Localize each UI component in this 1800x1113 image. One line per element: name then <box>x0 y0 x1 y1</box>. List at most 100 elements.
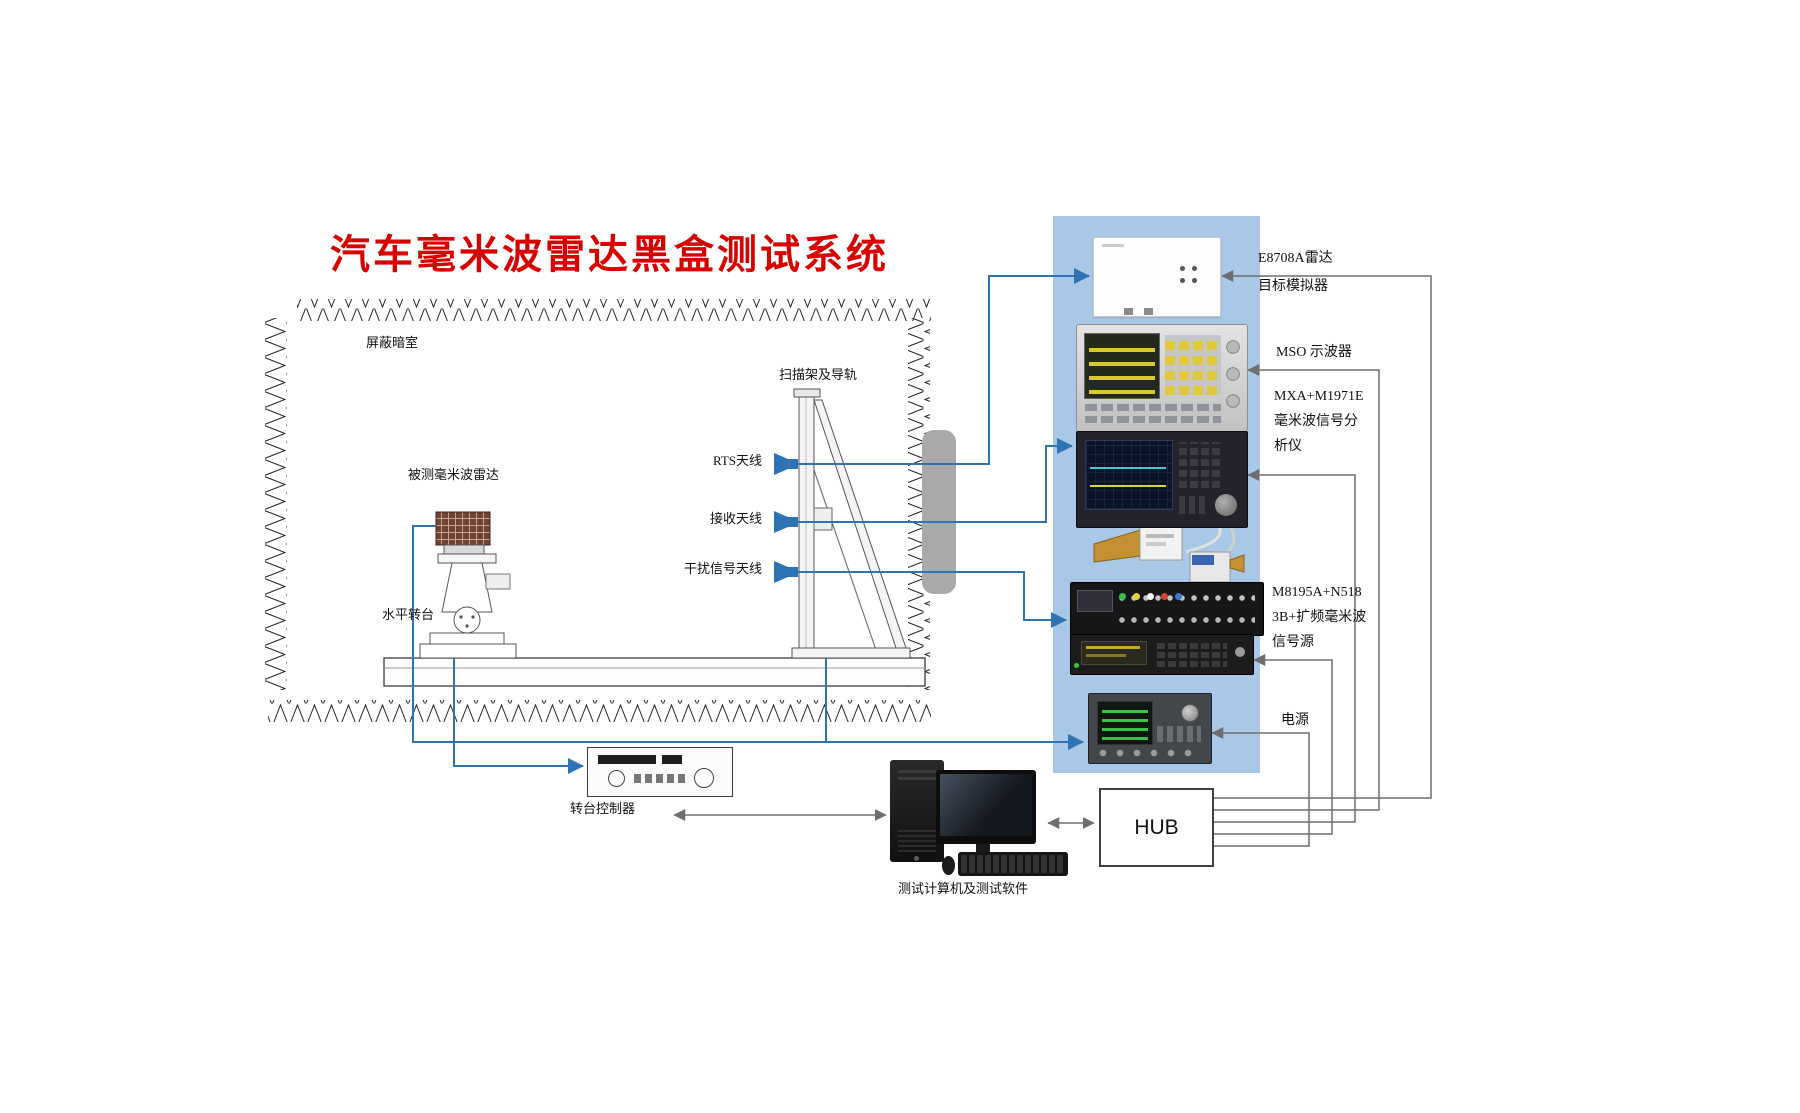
simulator-port <box>1192 266 1197 271</box>
label-turntable: 水平转台 <box>382 607 435 622</box>
power-supply <box>1088 693 1212 764</box>
tower-power-button <box>914 856 919 861</box>
mso-keypad <box>1165 335 1221 395</box>
absorber-wall-left <box>265 318 287 690</box>
mso-waveforms <box>1089 338 1155 394</box>
line-radar-to-power <box>412 525 1084 750</box>
mso-knobs <box>1224 337 1242 421</box>
mso-screen <box>1084 333 1160 399</box>
label-controller: 转台控制器 <box>570 801 636 816</box>
awg-port-white <box>1147 593 1154 600</box>
awg-m8195a <box>1070 582 1264 636</box>
radar-target-simulator <box>1093 237 1221 317</box>
controller-display <box>598 755 656 764</box>
mxg-readout-line <box>1086 654 1126 657</box>
antenna-interference-icon <box>774 561 798 583</box>
awg-port-green <box>1119 593 1126 600</box>
line-turntable-to-controller <box>453 658 584 774</box>
line-hub-to-power <box>1210 727 1310 847</box>
psu-terminals <box>1097 747 1201 759</box>
antenna-rx-icon <box>774 511 798 533</box>
awg-port-row-2 <box>1117 612 1255 628</box>
psu-screen <box>1097 701 1153 745</box>
label-source-3: 信号源 <box>1272 635 1314 650</box>
signal-lines <box>412 268 1090 774</box>
mso-oscilloscope <box>1076 324 1248 432</box>
line-hub-to-oscilloscope <box>1210 364 1380 811</box>
awg-port-blue <box>1175 593 1182 600</box>
psu-buttons <box>1157 726 1201 742</box>
feedthrough-panel <box>922 430 956 594</box>
simulator-connector <box>1144 308 1153 315</box>
mxa-trace-yellow <box>1090 485 1166 487</box>
controller-knob-right <box>694 768 714 788</box>
computer-tower <box>890 760 944 862</box>
psu-readouts <box>1102 706 1148 740</box>
mxg-readout-line <box>1086 646 1140 649</box>
label-room: 屏蔽暗室 <box>366 335 419 350</box>
label-scanner: 扫描架及导轨 <box>779 367 858 382</box>
label-analyzer-2: 毫米波信号分 <box>1274 414 1358 429</box>
hub-label: HUB <box>1134 815 1179 839</box>
mxg-keypad <box>1157 641 1227 667</box>
label-antenna-interference: 干扰信号天线 <box>683 561 762 576</box>
computer-monitor <box>936 770 1036 844</box>
awg-port-red <box>1161 593 1168 600</box>
control-lines <box>673 270 1432 847</box>
tower-vents <box>898 828 936 852</box>
platform-sketch <box>383 657 926 687</box>
awg-port-yellow <box>1133 593 1140 600</box>
controller-knob-left <box>608 770 625 787</box>
mxa-signal-analyzer <box>1076 431 1248 528</box>
absorber-wall-bottom <box>268 700 931 722</box>
label-oscilloscope: MSO 示波器 <box>1276 345 1352 360</box>
small-horn-icon <box>1229 554 1245 573</box>
label-source-1: M8195A+N518 <box>1272 585 1362 600</box>
turntable-sketch <box>419 511 517 659</box>
scanner-sketch <box>791 388 911 659</box>
label-simulator-2: 目标模拟器 <box>1258 279 1328 294</box>
tower-drive-slot <box>898 777 936 780</box>
simulator-connector <box>1124 308 1133 315</box>
mxa-side-buttons <box>1179 496 1209 514</box>
radar-dut <box>435 511 491 546</box>
psu-knob <box>1181 704 1199 722</box>
label-antenna-rts: RTS天线 <box>712 453 762 468</box>
simulator-port <box>1180 278 1185 283</box>
hub-box: HUB <box>1099 788 1214 867</box>
page-title: 汽车毫米波雷达黑盒测试系统 <box>330 232 889 277</box>
simulator-port <box>1180 266 1185 271</box>
mxg-power-led <box>1074 663 1079 668</box>
awg-display <box>1077 590 1113 612</box>
computer-keyboard <box>958 852 1068 876</box>
turntable-controller <box>587 747 733 797</box>
mxg-n5183b <box>1070 634 1254 675</box>
line-rts-to-simulator <box>798 268 1090 465</box>
absorber-wall-top <box>297 299 931 321</box>
keyboard-keys <box>961 855 1065 873</box>
line-rx-to-analyzer <box>798 438 1073 523</box>
mxa-keypad <box>1179 442 1223 488</box>
controller-display-2 <box>662 755 682 764</box>
monitor-stand <box>976 842 990 854</box>
line-hub-to-source <box>1210 654 1333 835</box>
mso-lower-buttons <box>1085 403 1221 423</box>
controller-buttons <box>634 774 686 783</box>
mxa-grid <box>1086 441 1172 509</box>
line-hub-to-simulator <box>1210 270 1432 799</box>
label-computer: 测试计算机及测试软件 <box>898 881 1029 896</box>
label-analyzer-1: MXA+M1971E <box>1274 389 1364 404</box>
mxa-trace-cyan <box>1090 467 1166 469</box>
mxa-screen <box>1085 440 1173 510</box>
line-interference-to-source <box>798 571 1067 628</box>
label-simulator-1: E8708A雷达 <box>1258 251 1333 266</box>
label-analyzer-3: 析仪 <box>1274 439 1302 454</box>
simulator-port <box>1192 278 1197 283</box>
mxg-display <box>1081 641 1147 665</box>
mxa-knob <box>1215 494 1237 516</box>
tower-drive-slot <box>898 770 936 773</box>
computer-mouse <box>942 856 955 875</box>
label-dut: 被测毫米波雷达 <box>408 467 500 482</box>
antenna-rts-icon <box>774 453 798 475</box>
